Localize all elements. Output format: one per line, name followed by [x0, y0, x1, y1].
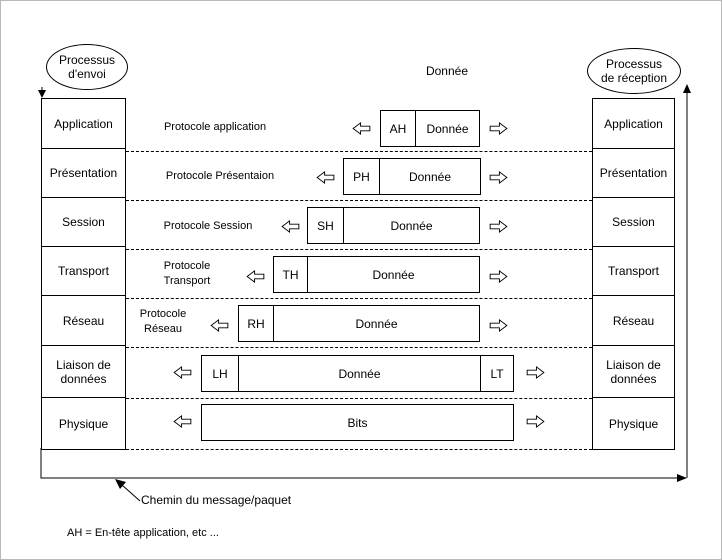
- right-block-arrow-icon: [489, 171, 508, 184]
- protocol-label-reseau-line2: Réseau: [144, 323, 182, 335]
- up-arrowhead: [683, 84, 691, 93]
- layer-divider-dashed: [126, 249, 592, 250]
- right-block-arrow-icon: [526, 415, 545, 428]
- layer-divider-dashed: [126, 398, 592, 399]
- left-block-arrow-icon: [173, 366, 192, 379]
- left-block-arrow-icon: [173, 415, 192, 428]
- layer-divider-dashed: [126, 151, 592, 152]
- pdu-header-cell: LH: [202, 356, 239, 391]
- right-block-arrow-icon: [489, 319, 508, 332]
- layer-reseau-left: Réseau: [42, 295, 125, 345]
- protocol-label-presentation: Protocole Présentaion: [165, 170, 275, 182]
- protocol-label-transport-line2: Transport: [163, 275, 211, 287]
- layer-reseau-right: Réseau: [593, 295, 674, 345]
- sender-layer-stack: Application Présentation Session Transpo…: [41, 98, 126, 450]
- pdu-header-cell: AH: [381, 111, 416, 146]
- layer-divider-dashed: [126, 347, 592, 348]
- left-block-arrow-icon: [246, 270, 265, 283]
- layer-session-left: Session: [42, 197, 125, 246]
- pdu-header-cell: PH: [344, 159, 380, 194]
- protocol-label-reseau-line1: Protocole: [139, 308, 187, 320]
- footnote-text: AH = En-tête application, etc ...: [67, 527, 219, 539]
- pdu-payload-cell: Donnée: [426, 121, 469, 136]
- pdu-reseau: RH Donnée: [238, 305, 480, 342]
- protocol-label-reseau: Protocole Réseau: [128, 307, 198, 337]
- pdu-session: SH Donnée: [307, 207, 480, 244]
- pdu-payload-cell: Donnée: [355, 316, 398, 331]
- protocol-label-transport-line1: Protocole: [163, 260, 211, 272]
- left-block-arrow-icon: [352, 122, 371, 135]
- protocol-label-application: Protocole application: [163, 121, 267, 133]
- right-block-arrow-icon: [489, 220, 508, 233]
- receiver-process-line2: de réception: [600, 71, 668, 85]
- receiver-process-bubble: Processus de réception: [587, 48, 681, 94]
- layer-application-left: Application: [54, 116, 113, 131]
- receiver-layer-stack: Application Présentation Session Transpo…: [592, 98, 675, 450]
- layer-divider-dashed: [126, 449, 592, 450]
- layer-session-right: Session: [593, 197, 674, 246]
- layer-presentation-left: Présentation: [42, 148, 125, 197]
- left-block-arrow-icon: [210, 319, 229, 332]
- pdu-application: AH Donnée: [380, 110, 480, 147]
- pdu-header-cell: RH: [239, 306, 274, 341]
- pdu-payload-cell: Donnée: [372, 267, 415, 282]
- layer-physique-left: Physique: [42, 397, 125, 450]
- pdu-payload-cell: Bits: [347, 415, 368, 430]
- layer-divider-dashed: [126, 200, 592, 201]
- receiver-process-line1: Processus: [605, 57, 663, 71]
- right-arrowhead: [677, 474, 687, 482]
- pdu-payload-cell: Donnée: [390, 218, 433, 233]
- layer-divider-dashed: [126, 298, 592, 299]
- pdu-transport: TH Donnée: [273, 256, 480, 293]
- layer-presentation-right: Présentation: [593, 148, 674, 197]
- left-block-arrow-icon: [316, 171, 335, 184]
- pdu-liaison: LH Donnée LT: [201, 355, 514, 392]
- pdu-header-cell: SH: [308, 208, 344, 243]
- top-data-label: Donnée: [425, 64, 469, 78]
- message-path-label: Chemin du message/paquet: [141, 493, 292, 507]
- layer-application-right: Application: [604, 116, 663, 131]
- pdu-header-cell: TH: [274, 257, 308, 292]
- pdu-payload-cell: Donnée: [338, 366, 381, 381]
- path-label-arrowhead: [115, 479, 126, 489]
- sender-process-line2: d'envoi: [68, 67, 106, 81]
- layer-liaison-right: Liaison de données: [593, 345, 674, 397]
- sender-process-line1: Processus: [58, 53, 116, 67]
- right-block-arrow-icon: [526, 366, 545, 379]
- down-arrowhead: [38, 90, 46, 98]
- layer-liaison-left: Liaison de données: [42, 345, 125, 397]
- pdu-trailer-cell: LT: [480, 356, 513, 391]
- layer-transport-left: Transport: [42, 246, 125, 295]
- left-block-arrow-icon: [281, 220, 300, 233]
- sender-process-bubble: Processus d'envoi: [46, 44, 128, 90]
- pdu-presentation: PH Donnée: [343, 158, 481, 195]
- protocol-label-session: Protocole Session: [163, 220, 253, 232]
- layer-physique-right: Physique: [593, 397, 674, 450]
- pdu-payload-cell: Donnée: [408, 169, 452, 184]
- right-block-arrow-icon: [489, 270, 508, 283]
- right-block-arrow-icon: [489, 122, 508, 135]
- pdu-physique: Bits: [201, 404, 514, 441]
- layer-transport-right: Transport: [593, 246, 674, 295]
- protocol-label-transport: Protocole Transport: [137, 259, 237, 289]
